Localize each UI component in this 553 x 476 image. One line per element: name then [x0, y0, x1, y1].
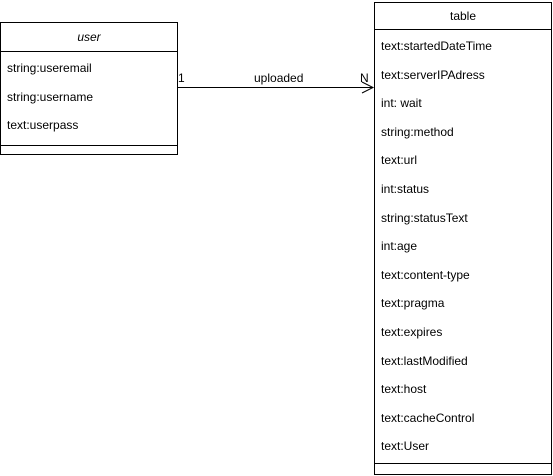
attribute-table-starteddatetime: text:startedDateTime — [381, 39, 492, 53]
class-table[interactable]: table text:startedDateTime text:serverIP… — [374, 2, 552, 475]
attribute-table-cachecontrol: text:cacheControl — [381, 410, 475, 425]
class-user-operations — [1, 146, 177, 154]
attribute-table-statustext: string:statusText — [381, 210, 468, 225]
attribute-user-userpass: text:userpass — [7, 118, 79, 133]
attribute-table-lastmodified: text:lastModified — [381, 353, 468, 368]
attribute-table-age: int:age — [381, 239, 418, 254]
attribute-table-wait: int: wait — [381, 96, 422, 111]
attribute-table-content-type: text:content-type — [381, 267, 470, 282]
association-label: uploaded — [254, 71, 304, 85]
class-user-title: user — [1, 23, 177, 52]
attribute-table-pragma: text:pragma — [381, 296, 445, 311]
class-table-operations — [375, 464, 551, 474]
attribute-table-host: text:host — [381, 382, 427, 397]
attribute-table-method: string:method — [381, 124, 454, 139]
target-multiplicity: N — [360, 71, 369, 85]
attribute-user-useremail: string:useremail — [7, 61, 92, 75]
source-multiplicity: 1 — [178, 71, 185, 85]
attribute-table-url: text:url — [381, 153, 418, 168]
attribute-user-username: string:username — [7, 89, 94, 104]
attribute-table-status: int:status — [381, 181, 430, 196]
class-table-title: table — [375, 3, 551, 30]
attribute-table-user: text:User — [381, 439, 430, 454]
attribute-table-expires: text:expires — [381, 324, 443, 339]
class-user-attributes: string:useremail string:username text:us… — [1, 52, 177, 146]
class-user[interactable]: user string:useremail string:username te… — [0, 22, 178, 155]
attribute-table-serveripadress: text:serverIPAdress — [381, 67, 485, 82]
class-table-attributes: text:startedDateTime text:serverIPAdress… — [375, 30, 551, 464]
